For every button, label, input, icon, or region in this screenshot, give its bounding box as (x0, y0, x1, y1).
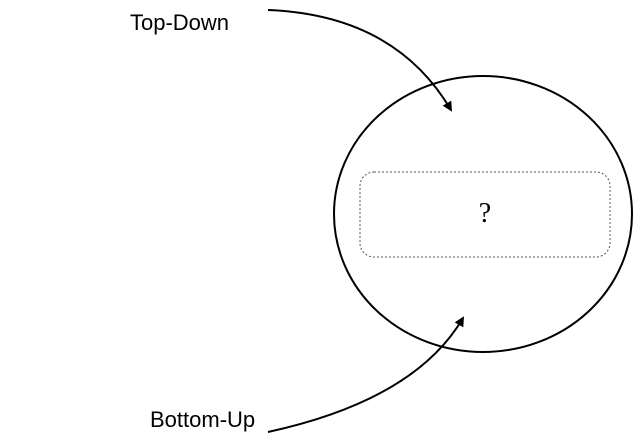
bottom-up-label: Bottom-Up (150, 407, 255, 432)
inner-dotted-box (359, 171, 611, 258)
top-down-arrow (267, 9, 453, 112)
top-down-label: Top-Down (130, 10, 229, 35)
bottom-up-arrow (267, 316, 465, 433)
center-question-mark: ? (479, 198, 491, 229)
outer-ellipse (333, 75, 633, 353)
